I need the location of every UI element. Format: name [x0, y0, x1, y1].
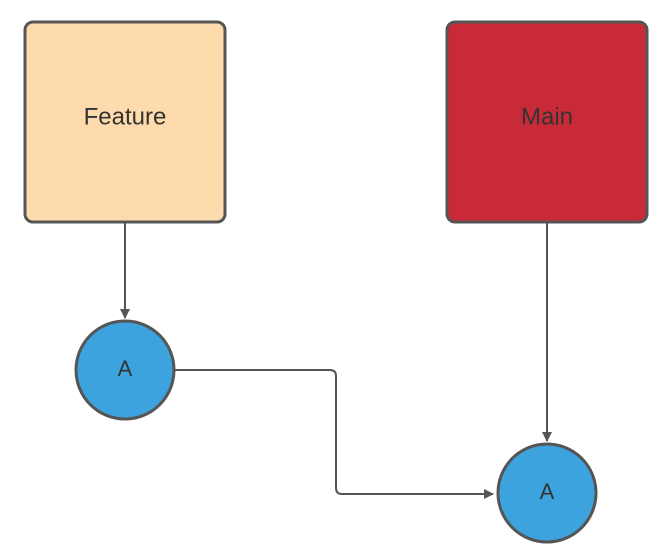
- feature-branch-node[interactable]: Feature: [23, 20, 227, 224]
- main-commit-label: A: [540, 479, 555, 504]
- main-commit-node[interactable]: A: [496, 442, 598, 544]
- feature-commit-label: A: [118, 356, 133, 381]
- feature-commit-node[interactable]: A: [74, 319, 176, 421]
- feature-branch-label: Feature: [84, 103, 167, 130]
- main-branch-label: Main: [521, 103, 573, 130]
- feature-commit-circle: [74, 319, 176, 421]
- main-branch-box: [445, 20, 649, 224]
- main-branch-node[interactable]: Main: [445, 20, 649, 224]
- feature-branch-box: [23, 20, 227, 224]
- edge-commit-to-commit: [174, 369, 494, 499]
- main-commit-circle: [496, 442, 598, 544]
